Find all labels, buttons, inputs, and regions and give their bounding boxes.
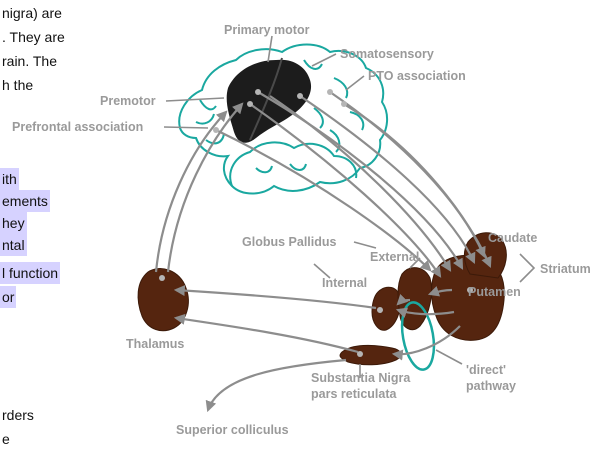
globus-pallidus-leader: [353, 241, 377, 249]
projection-arrow: [215, 129, 432, 272]
brain-gyrus: [195, 113, 215, 125]
brain-gyrus: [329, 129, 341, 153]
brain-gyrus: [333, 77, 349, 99]
origin-dot: [341, 101, 347, 107]
projection-arrow: [249, 103, 442, 278]
label-external: External: [370, 250, 419, 264]
label-thalamus: Thalamus: [126, 337, 184, 351]
left-text-column: nigra) are . They are rain. The h the it…: [0, 0, 140, 461]
origin-dot: [467, 287, 473, 293]
highlighted-text-line: hey: [0, 212, 27, 234]
brain-lower-lobe-outline: [229, 141, 358, 187]
pto-association-leader: [345, 75, 365, 91]
projection-arrow: [269, 95, 452, 272]
internal-connection-arrows: [173, 285, 461, 413]
cortex-to-striatum-arrows: [215, 91, 492, 278]
primary-motor-leader: [267, 35, 273, 63]
text-line: h the: [2, 77, 34, 93]
brain-gyrus: [349, 111, 365, 131]
substantia-nigra-nucleus: [339, 344, 402, 366]
putamen-to-gpe-arrow: [427, 286, 453, 297]
label-striatum: Striatum: [540, 262, 591, 276]
text-line: rain. The: [2, 53, 57, 69]
brain-gyrus: [205, 133, 225, 145]
origin-dot: [357, 351, 363, 357]
origin-dot: [327, 89, 333, 95]
label-premotor: Premotor: [100, 94, 156, 108]
projection-arrow: [299, 95, 476, 264]
label-pathway: pathway: [466, 379, 516, 393]
label-somatosensory: Somatosensory: [340, 47, 434, 61]
label-primary-motor: Primary motor: [224, 23, 310, 37]
brain-gyrus: [199, 99, 217, 111]
internal-leader: [313, 263, 331, 279]
brain-gyrus: [255, 165, 273, 174]
label-caudate: Caudate: [488, 231, 537, 245]
text-line: . They are: [2, 29, 65, 45]
brain-gyrus: [313, 107, 324, 129]
highlighted-text-line: ith: [0, 168, 19, 190]
highlighted-text-line: l function: [0, 262, 61, 284]
projection-arrow: [329, 91, 486, 259]
globus-pallidus-internal: [371, 286, 401, 331]
brain-gyrus: [303, 59, 323, 70]
highlighted-text-line: or: [0, 286, 17, 308]
gpi-to-thalamus-arrow: [173, 285, 377, 310]
origin-dot: [247, 101, 253, 107]
striatum-bracket: [519, 253, 536, 283]
projection-arrow: [343, 103, 492, 269]
highlighted-text-line: ntal: [0, 234, 27, 256]
premotor-leader: [165, 97, 225, 102]
brain-gyrus: [289, 163, 307, 171]
direct-pathway-leader: [435, 349, 463, 365]
label-prefrontal-association: Prefrontal association: [12, 120, 143, 134]
gpe-to-gpi-arrow: [396, 293, 411, 306]
label-direct: 'direct': [466, 363, 506, 377]
origin-dot: [213, 127, 219, 133]
prefrontal-association-leader: [163, 126, 209, 129]
putamen-to-gpi-arrow: [395, 307, 455, 318]
projection-arrow: [166, 102, 244, 273]
snr-to-superior-colliculus-arrow: [205, 358, 347, 413]
projection-arrow: [257, 91, 464, 270]
brain-outline: [178, 43, 388, 195]
brain-hemisphere-outline: [178, 43, 388, 195]
thalamus-to-cortex-arrows: [154, 102, 244, 273]
label-pars-reticulata: pars reticulata: [311, 387, 398, 401]
origin-dot: [159, 275, 165, 281]
motor-cortex-region: [226, 59, 312, 143]
central-sulcus: [249, 57, 283, 141]
direct-pathway-ring: [400, 301, 436, 371]
label-substantia-nigra: Substantia Nigra: [311, 371, 411, 385]
origin-dot: [297, 93, 303, 99]
diagram-labels: Primary motor Somatosensory PTO associat…: [12, 23, 591, 437]
putamen-to-snr-arrow: [391, 325, 461, 361]
label-internal: Internal: [322, 276, 367, 290]
somatosensory-leader: [311, 53, 337, 67]
label-superior-colliculus: Superior colliculus: [176, 423, 289, 437]
label-putamen: Putamen: [468, 285, 521, 299]
label-leaders: [163, 35, 536, 378]
highlighted-text-line: ements: [0, 190, 50, 212]
external-leader: [409, 257, 421, 269]
origin-dot: [255, 89, 261, 95]
arrow-origin-dots: [159, 89, 473, 357]
origin-dot: [377, 307, 383, 313]
snr-to-thalamus-arrow: [173, 313, 359, 354]
label-globus-pallidus: Globus Pallidus: [242, 235, 337, 249]
text-line: nigra) are: [2, 5, 62, 21]
text-line: rders: [2, 407, 34, 423]
text-line: e: [2, 431, 10, 447]
projection-arrow: [154, 110, 228, 273]
label-pto-association: PTO association: [368, 69, 466, 83]
